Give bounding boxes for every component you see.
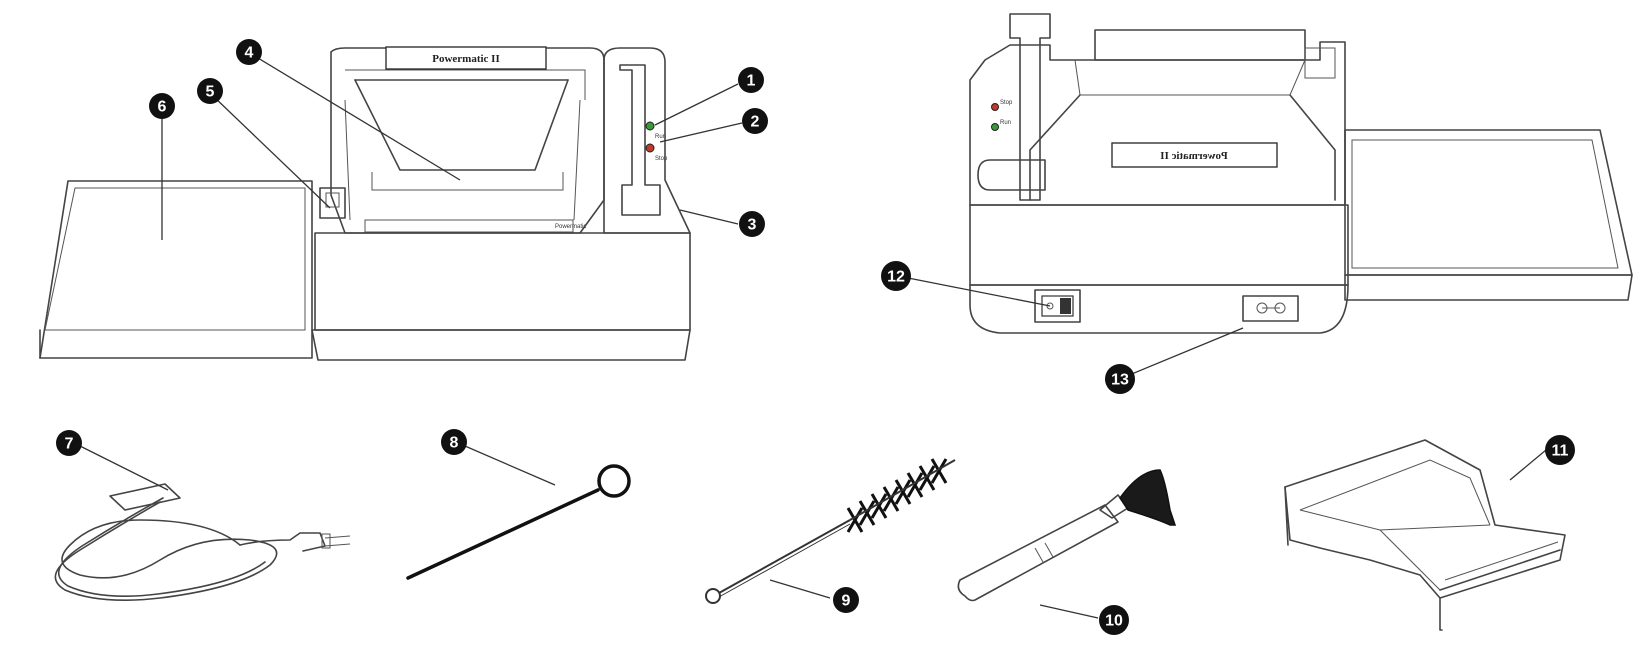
callout-badge-12: 12: [881, 261, 911, 291]
svg-text:7: 7: [65, 436, 74, 453]
rear-logo-text: Powermatic II: [1160, 150, 1228, 162]
svg-text:3: 3: [748, 217, 757, 234]
callout-badge-5: 5: [197, 78, 223, 104]
left-tray: [39, 180, 313, 359]
svg-text:2: 2: [751, 114, 760, 131]
svg-text:13: 13: [1111, 372, 1129, 389]
svg-text:8: 8: [450, 435, 459, 452]
rear-green-indicator-icon: [991, 123, 999, 131]
power-cord: [54, 483, 351, 602]
callout-badge-8: 8: [441, 429, 467, 455]
front-base-body: Powermatic: [311, 219, 691, 361]
rear-base-body: [969, 204, 1349, 334]
front-right-tower: Run Stop: [603, 47, 691, 234]
right-tray: [1344, 129, 1633, 301]
loading-tray: [1284, 439, 1566, 631]
front-indicator-label-run: Run: [655, 134, 666, 140]
power-socket: [1242, 295, 1299, 322]
front-logo-plate: Powermatic II: [385, 46, 547, 70]
callout-badge-13: 13: [1105, 364, 1135, 394]
red-indicator-icon: [645, 143, 655, 153]
svg-text:6: 6: [158, 99, 167, 116]
machine-rear-view: Stop Run Powermatic II: [969, 13, 1633, 334]
callout-badge-7: 7: [56, 430, 82, 456]
rear-logo-plate: Powermatic II: [1111, 142, 1278, 168]
svg-text:5: 5: [206, 84, 215, 101]
green-indicator-icon: [645, 121, 655, 131]
front-indicator-label-stop: Stop: [655, 156, 668, 162]
cleaning-brush: [705, 458, 956, 604]
front-logo-text: Powermatic II: [432, 53, 500, 65]
callout-badge-11: 11: [1545, 435, 1575, 465]
svg-text:10: 10: [1105, 613, 1123, 630]
leader-lines: [77, 54, 1547, 619]
svg-text:9: 9: [842, 593, 851, 610]
svg-text:Powermatic: Powermatic: [555, 224, 586, 230]
callout-badge-3: 3: [739, 211, 765, 237]
rear-indicator-label-run: Run: [1000, 120, 1011, 126]
machine-front-view: Powermatic Powermatic II Run Stop: [39, 46, 691, 361]
svg-text:1: 1: [747, 73, 756, 90]
callout-badge-4: 4: [236, 39, 262, 65]
svg-text:4: 4: [245, 45, 254, 62]
callout-badge-6: 6: [149, 93, 175, 119]
callout-badge-10: 10: [1099, 605, 1129, 635]
dust-brush: [957, 469, 1177, 602]
rear-top-housing: Stop Run Powermatic II: [969, 13, 1346, 206]
tamping-rod: [406, 464, 631, 580]
rear-indicator-label-stop: Stop: [1000, 100, 1013, 106]
power-switch: [1034, 289, 1081, 323]
callout-badge-9: 9: [833, 587, 859, 613]
front-top-housing: Powermatic II: [330, 46, 605, 234]
callout-badge-2: 2: [742, 108, 768, 134]
svg-text:11: 11: [1552, 443, 1569, 460]
svg-text:12: 12: [887, 269, 905, 286]
rear-red-indicator-icon: [991, 103, 999, 111]
front-latch: [319, 187, 346, 219]
callout-badge-1: 1: [738, 67, 764, 93]
